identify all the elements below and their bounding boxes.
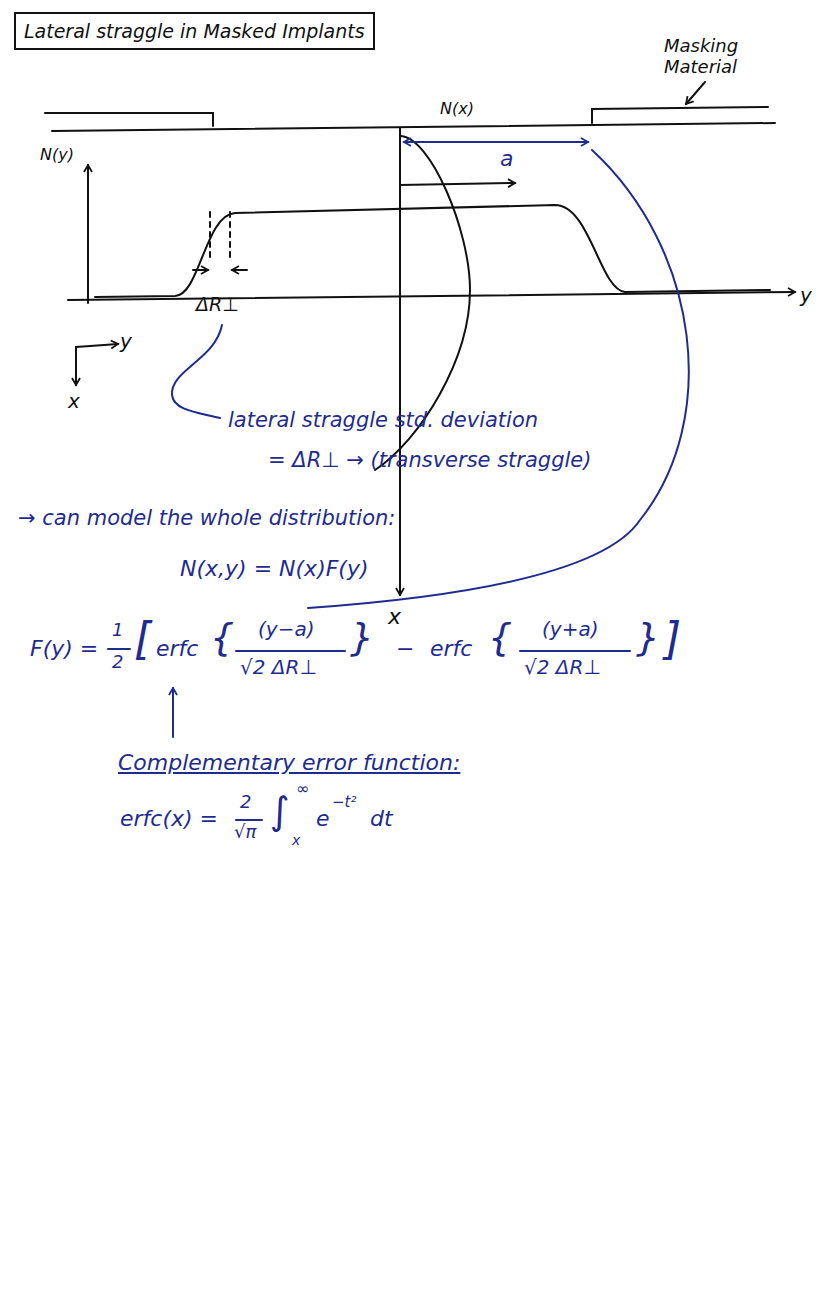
dim-arrow xyxy=(193,269,208,271)
fraction-bar xyxy=(236,650,345,652)
dashed-marks xyxy=(210,212,230,262)
ny-axis xyxy=(87,165,89,303)
equation-part: ∞ xyxy=(296,780,309,798)
equation-part: √π xyxy=(234,822,256,843)
leader-curve xyxy=(308,150,689,608)
equation-part: F(y) = xyxy=(30,636,98,661)
fraction-bar xyxy=(108,648,130,650)
equation: N(x,y) = N(x)F(y) xyxy=(180,556,369,581)
equation-part: 1 xyxy=(112,620,123,641)
leader-arrow xyxy=(172,688,174,737)
coord-axis xyxy=(75,347,77,385)
title-box: Lateral straggle in Masked Implants xyxy=(14,12,375,50)
equation-part: dt xyxy=(370,806,393,831)
note-text: = ΔR⊥ → (transverse straggle) xyxy=(268,448,591,472)
heading-note: Complementary error function: xyxy=(118,750,460,775)
axis-label: x xyxy=(68,390,80,413)
leader-line xyxy=(686,82,705,104)
equation-part: erfc(x) = xyxy=(120,806,218,831)
nx-axis xyxy=(400,183,515,185)
equation-part: −t² xyxy=(332,794,356,811)
axis-label: y xyxy=(800,284,812,307)
equation-part: { xyxy=(488,616,512,660)
lateral-profile xyxy=(95,205,770,297)
equation-part: x xyxy=(292,832,300,848)
equation-part: erfc xyxy=(430,636,472,661)
equation-part: (y+a) xyxy=(542,618,598,641)
equation-part: − xyxy=(396,636,414,661)
fraction-bar xyxy=(520,650,630,652)
equation-part: ] xyxy=(664,614,681,665)
fraction-bar xyxy=(236,819,262,821)
dim-arrow xyxy=(232,269,247,271)
equation-part: √2 ΔR⊥ xyxy=(524,656,601,679)
depth-axis xyxy=(399,128,401,595)
equation-part: { xyxy=(210,616,234,660)
equation-part: 2 xyxy=(240,792,251,813)
dimension-label: a xyxy=(500,146,513,171)
equation-part: [ xyxy=(134,614,151,665)
note-text: → can model the whole distribution: xyxy=(18,506,395,530)
wafer-surface xyxy=(52,123,775,131)
axis-label: N(x) xyxy=(440,100,474,118)
axis-label: x xyxy=(388,604,401,629)
equation-part: erfc xyxy=(156,636,198,661)
coord-axis xyxy=(76,344,118,347)
a-dimension xyxy=(404,141,588,143)
blue-notes xyxy=(108,142,689,820)
equation-part: e xyxy=(316,806,330,831)
mask-right xyxy=(592,107,768,123)
dimension-label: ΔR⊥ xyxy=(196,294,239,316)
part-label: Masking Material xyxy=(664,36,784,77)
axis-label: y xyxy=(120,330,132,353)
note-text: lateral straggle std. deviation xyxy=(228,408,538,432)
equation-part: ∫ xyxy=(270,790,290,834)
axis-label: N(y) xyxy=(40,146,74,164)
leader-curve xyxy=(172,325,222,418)
mask-left xyxy=(45,113,213,126)
equation-part: (y−a) xyxy=(258,618,314,641)
equation-part: 2 xyxy=(112,652,123,673)
equation-part: } xyxy=(350,616,374,660)
equation-part: √2 ΔR⊥ xyxy=(240,656,317,679)
equation-part: } xyxy=(636,616,660,660)
